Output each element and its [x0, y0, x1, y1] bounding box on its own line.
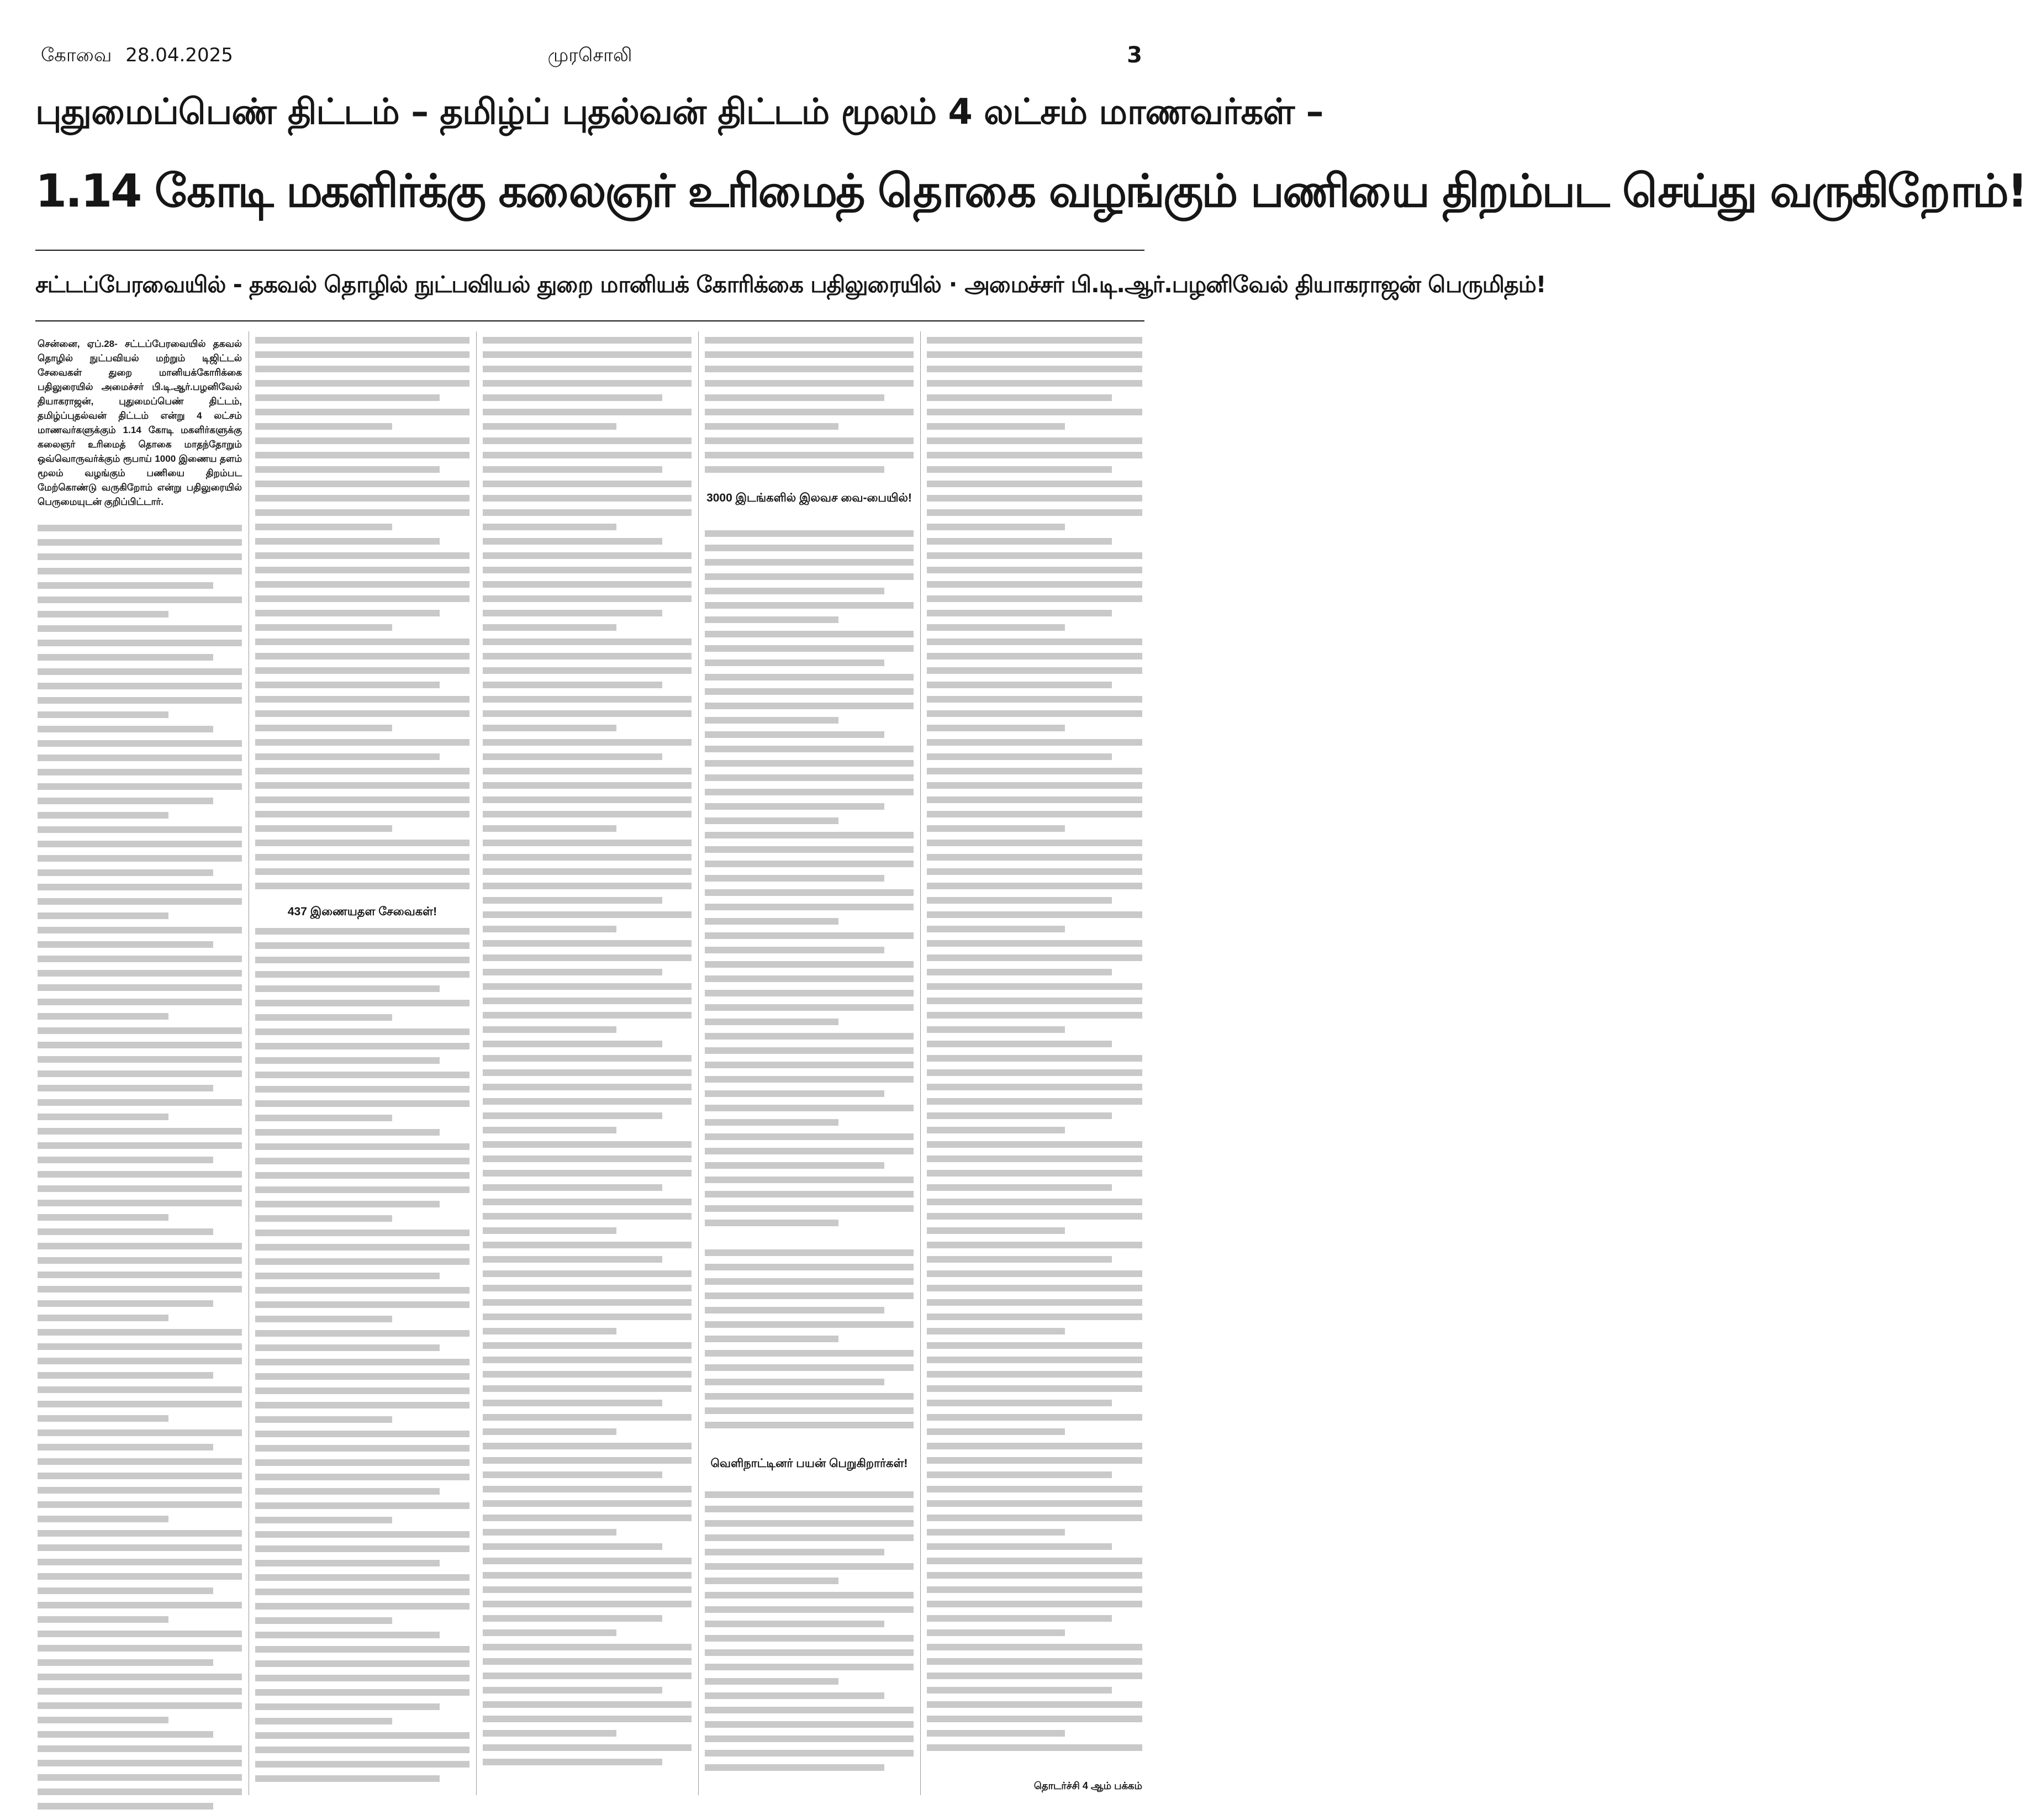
subhead-web-services: 437 இணையதள சேவைகள்!: [287, 905, 437, 918]
column-rule: [920, 331, 921, 1795]
masthead: கோவை 28.04.2025 முரசொலி 3: [35, 40, 1144, 71]
article-body-column-2a: [255, 337, 469, 900]
subhead-foreigners-benefit: வெளிநாட்டினர் பயன் பெறுகிறார்கள்!: [710, 1457, 908, 1470]
article-lead-text: சட்டப்பேரவையில் தகவல் தொழில் நுட்பவியல் …: [38, 339, 242, 507]
newspaper-name: முரசொலி: [547, 44, 632, 66]
article-body-column-2b: [255, 928, 469, 1795]
edition-info: கோவை 28.04.2025: [41, 40, 233, 71]
article-body-column-5: [927, 337, 1142, 1762]
body-top-divider: [35, 320, 1144, 321]
article-body-column-4a: [705, 337, 914, 486]
headline-sub: சட்டப்பேரவையில் - தகவல் தொழில் நுட்பவியல…: [35, 271, 1546, 298]
page-number: 3: [1127, 43, 1142, 68]
headline-sub-part1: சட்டப்பேரவையில் - தகவல் தொழில் நுட்பவியல…: [35, 271, 942, 298]
edition-city: கோவை: [41, 44, 112, 66]
article-body-column-1: [38, 525, 242, 1810]
headline-main: 1.14 கோடி மகளிர்க்கு கலைஞர் உரிமைத் தொகை…: [35, 165, 2026, 218]
edition-date: 28.04.2025: [125, 44, 233, 66]
column-rule: [476, 331, 477, 1795]
article-lead: சென்னை, ஏப்.28- சட்டப்பேரவையில் தகவல் தொ…: [38, 337, 242, 513]
headline-top: புதுமைப்பெண் திட்டம் – தமிழ்ப் புதல்வன் …: [35, 92, 1323, 133]
article-body-column-4c: [705, 1491, 914, 1795]
article-body-column-4b: [705, 530, 914, 1243]
column-rule: [698, 331, 699, 1795]
headline-sub-part2: அமைச்சர் பி.டி.ஆர்.பழனிவேல் தியாகராஜன் ப…: [964, 271, 1546, 298]
article-body-column-3: [483, 337, 692, 1795]
subhead-free-wifi: 3000 இடங்களில் இலவச வை-பையில்!: [706, 492, 912, 504]
article-body-column-4d: [705, 1249, 914, 1448]
headline-divider: [35, 250, 1144, 251]
continued-note: தொடர்ச்சி 4 ஆம் பக்கம்: [1033, 1780, 1142, 1791]
article-dateline: சென்னை, ஏப்.28-: [38, 339, 118, 349]
